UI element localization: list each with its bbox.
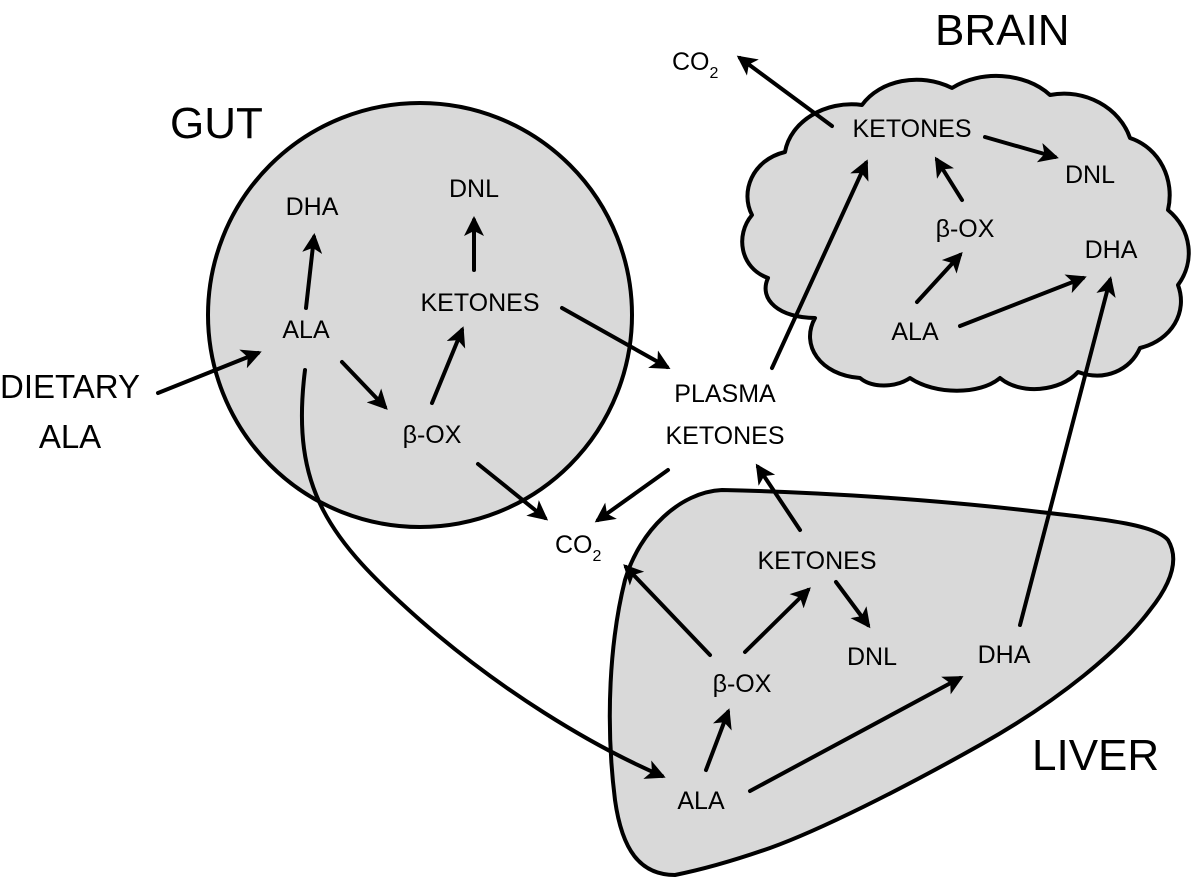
arrow-gut-ala-to-dha xyxy=(302,233,323,310)
arrow-gut-ketones-to-plasma xyxy=(560,306,671,369)
brain-ala-label: ALA xyxy=(891,318,939,346)
gut-shape xyxy=(206,101,634,529)
gut-dha-label: DHA xyxy=(286,193,339,221)
liver-dha-label: DHA xyxy=(978,641,1031,669)
arrow-gut-box-to-ketones xyxy=(430,326,466,405)
dietary-ala-label-line2: ALA xyxy=(39,418,101,455)
gut-ala-label: ALA xyxy=(282,316,330,344)
liver-label: LIVER xyxy=(1032,731,1159,780)
brain-ketones-label: KETONES xyxy=(852,115,971,143)
liver-dnl-label: DNL xyxy=(847,643,897,671)
liver-box-label: β-OX xyxy=(713,670,772,698)
arrow-liver-ketones-to-plasma xyxy=(755,463,802,532)
gut-ketones-label: KETONES xyxy=(420,289,539,317)
plasma-ketones-label-line1: PLASMA xyxy=(674,380,776,408)
gut-box-label: β-OX xyxy=(403,421,462,449)
brain-shape xyxy=(740,73,1191,393)
dietary-ala-label-line1: DIETARY xyxy=(0,368,140,405)
arrow-liver-dha-to-brain-dha xyxy=(1018,276,1116,627)
arrow-plasma-to-brain-ketones xyxy=(770,159,869,370)
plasma-ketones-label-line2: KETONES xyxy=(665,422,784,450)
gut-dnl-label: DNL xyxy=(449,175,499,203)
arrow-liver-ketones-to-dnl xyxy=(834,580,871,629)
arrow-dietary-to-gut-ala xyxy=(156,349,262,395)
gut-label: GUT xyxy=(170,99,263,148)
arrow-gut-ala-to-liver-ala xyxy=(300,368,666,779)
liver-shape xyxy=(607,488,1176,877)
liver-ketones-label: KETONES xyxy=(757,547,876,575)
arrow-liver-ala-to-box xyxy=(704,708,732,772)
liver-ala-label: ALA xyxy=(677,787,725,815)
arrow-brain-box-to-ketones xyxy=(934,156,964,202)
brain-dha-label: DHA xyxy=(1085,236,1138,264)
arrow-brain-ketones-to-dnl xyxy=(983,135,1059,163)
arrow-liver-box-to-co2 xyxy=(623,564,712,657)
brain-box-label: β-OX xyxy=(936,215,995,243)
arrow-gut-ala-to-box xyxy=(340,360,388,410)
arrow-brain-ala-to-dha xyxy=(958,274,1087,328)
arrow-gut-box-to-co2 xyxy=(476,462,549,521)
arrow-brain-ala-to-box xyxy=(915,252,963,304)
arrow-plasma-to-co2 xyxy=(594,468,670,523)
arrow-liver-ala-to-dha xyxy=(748,676,964,793)
brain-dnl-label: DNL xyxy=(1065,161,1115,189)
arrow-liver-box-to-ketones xyxy=(743,587,811,654)
co2-label-top: CO2 xyxy=(672,48,719,82)
brain-label: BRAIN xyxy=(935,6,1069,55)
co2-label-center: CO2 xyxy=(555,531,602,565)
arrow-brain-ketones-to-co2 xyxy=(736,55,834,128)
